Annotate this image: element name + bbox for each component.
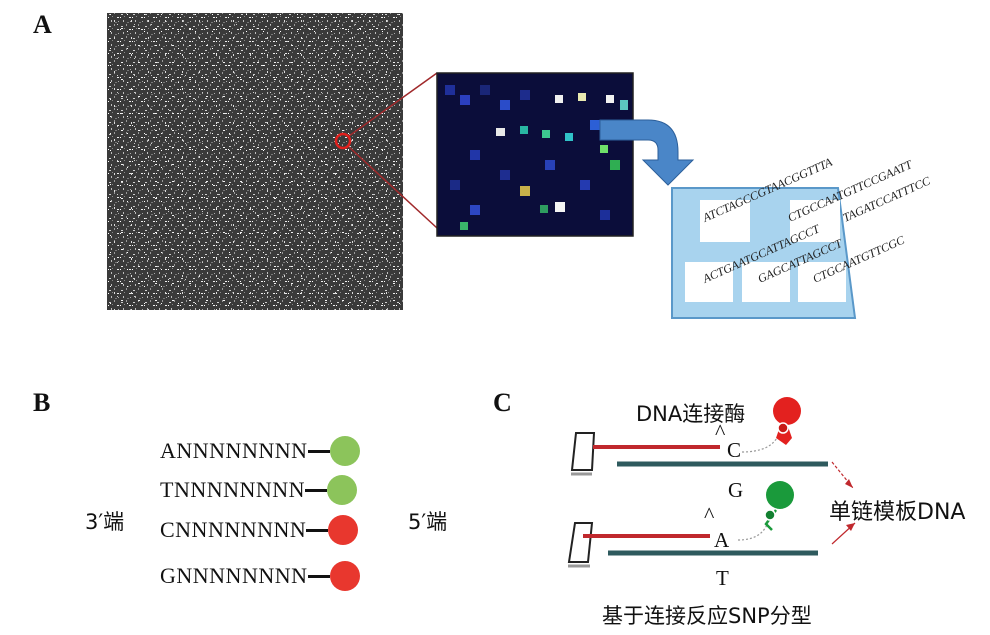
probe-linker xyxy=(307,574,330,578)
panel-a-graphic: ATCTAGCCGTAACGGTTTA CTGCCAATGTTCCGAATT T… xyxy=(107,13,933,319)
bottom-probe-base: A xyxy=(714,528,730,552)
fluorophore-dot-green xyxy=(327,475,358,505)
top-ligation-assembly xyxy=(570,397,828,476)
panel-a-label: A xyxy=(33,10,52,39)
panel-b-label: B xyxy=(33,388,51,417)
bottom-ligation-assembly xyxy=(567,481,818,568)
bottom-caret: ^ xyxy=(704,502,715,527)
top-surface-icon xyxy=(570,432,596,471)
probe-sequence: TNNNNNNNN xyxy=(160,477,306,502)
zoom-line-top xyxy=(348,72,438,137)
ligase-label: DNA连接酶 xyxy=(636,402,746,426)
bottom-surface-icon xyxy=(567,522,594,563)
microarray-scan xyxy=(107,13,403,310)
top-probe-base: C xyxy=(727,438,742,462)
probe-linker xyxy=(305,488,328,492)
probe-linker xyxy=(306,528,329,532)
top-template-base: G xyxy=(728,478,744,502)
three-prime-end-label: 3′端 xyxy=(85,510,125,534)
probe-sequence: GNNNNNNNN xyxy=(160,563,308,588)
array-slide xyxy=(671,187,857,319)
probe-row-3: CNNNNNNNN xyxy=(160,515,359,545)
probe-linker xyxy=(307,449,330,453)
top-caret: ^ xyxy=(715,419,726,444)
probe-row-4: GNNNNNNNN xyxy=(160,561,360,591)
bottom-template-base: T xyxy=(716,566,729,590)
probe-row-1: ANNNNNNNN xyxy=(160,436,360,466)
curved-arrow xyxy=(599,119,695,186)
probe-sequence: CNNNNNNNN xyxy=(160,517,307,542)
probe-row-2: TNNNNNNNN xyxy=(160,475,358,505)
template-dna-label: 单链模板DNA xyxy=(829,500,966,525)
zoomed-array xyxy=(436,72,634,237)
fluorophore-dot-red xyxy=(328,515,359,545)
probe-sequence: ANNNNNNNN xyxy=(160,438,308,463)
panel-c-caption: 基于连接反应SNP分型 xyxy=(602,604,812,628)
panel-c-label: C xyxy=(493,388,512,417)
zoom-line-bottom xyxy=(348,146,438,229)
fluorophore-dot-red xyxy=(329,561,360,591)
red-dye-icon xyxy=(773,397,801,425)
five-prime-end-label: 5′端 xyxy=(408,510,448,534)
fluorophore-dot-green xyxy=(329,436,360,466)
zoom-highlight xyxy=(334,132,352,150)
green-dye-icon xyxy=(766,481,794,509)
